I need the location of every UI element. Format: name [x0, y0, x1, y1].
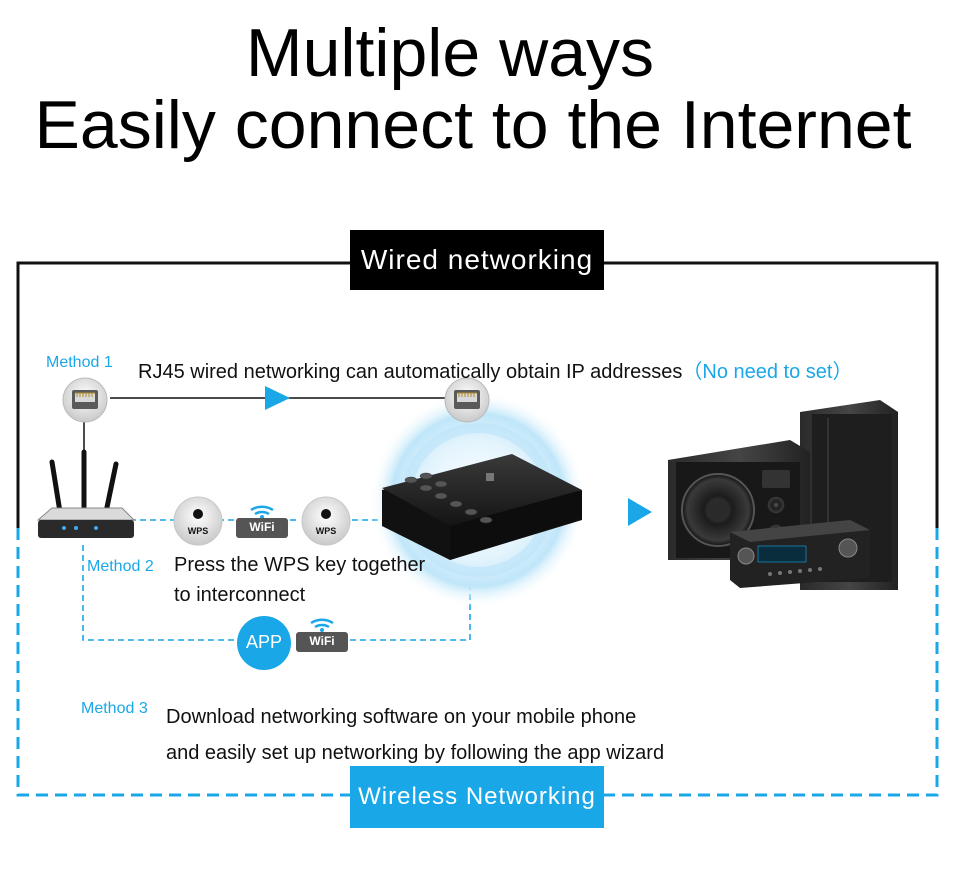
title-line-1: Multiple ways — [245, 15, 655, 91]
wifi-label-bottom: WiFi — [309, 634, 335, 648]
wired-networking-tag: Wired networking — [350, 230, 604, 290]
ethernet-port-icon — [62, 377, 108, 423]
wifi-label-top: WiFi — [249, 520, 275, 534]
wired-frame — [16, 261, 939, 528]
method-1-label: Method 1 — [46, 354, 113, 371]
title-line-2: Easily connect to the Internet — [34, 87, 912, 163]
method-3-text: Download networking software on your mob… — [166, 699, 664, 771]
app-label: APP — [245, 632, 283, 652]
wifi-icon — [236, 505, 288, 538]
router-icon — [36, 449, 136, 538]
method-1-description: RJ45 wired networking can automatically … — [138, 361, 683, 383]
wps-button-icon — [173, 496, 223, 546]
method-3-line-2: and easily set up networking by followin… — [166, 742, 665, 764]
wps-label-right: WPS — [315, 526, 337, 536]
wifi-icon — [296, 618, 348, 652]
arrow-right-icon — [265, 386, 290, 410]
method-1-text: RJ45 wired networking can automatically … — [138, 355, 852, 384]
arrow-right-icon — [628, 498, 652, 526]
ethernet-port-icon — [444, 377, 490, 423]
amplifier-icon — [730, 520, 870, 588]
method-2-text: Press the WPS key together to interconne… — [174, 550, 425, 610]
method-2-line-2: to interconnect — [174, 584, 306, 606]
method-3-line-1: Download networking software on your mob… — [166, 706, 637, 728]
app-icon — [237, 616, 291, 670]
method-3-label: Method 3 — [81, 700, 148, 717]
method-2-label: Method 2 — [87, 558, 154, 575]
wireless-frame — [16, 528, 939, 797]
method-2-line-1: Press the WPS key together — [174, 554, 426, 576]
wireless-networking-tag: Wireless Networking — [350, 766, 604, 828]
method-1-note: （No need to set） — [682, 361, 853, 383]
streamer-device-icon — [382, 454, 582, 560]
wps-label-left: WPS — [187, 526, 209, 536]
wps-button-icon — [301, 496, 351, 546]
